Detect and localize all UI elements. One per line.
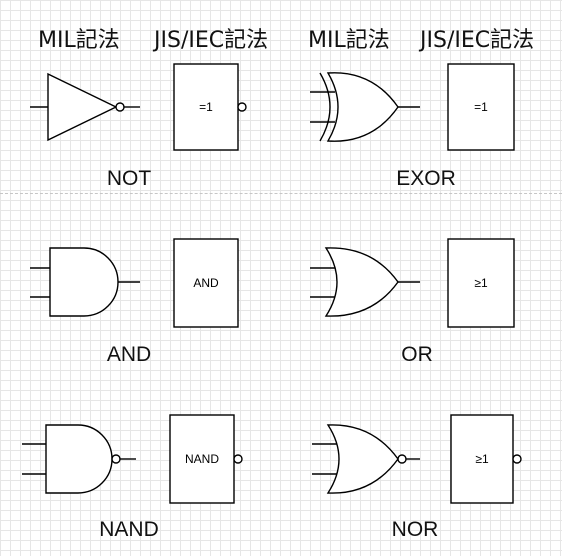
nor-gate-mil-symbol — [312, 424, 420, 494]
not-gate-jis-symbol: =1 — [173, 63, 247, 151]
header-jis-right: JIS/IEC記法 — [420, 28, 535, 53]
exor-gate-jis-symbol: =1 — [447, 63, 515, 151]
header-mil-right: MIL記法 — [308, 28, 390, 53]
and-gate-mil-symbol — [30, 247, 140, 317]
or-gate-jis-symbol: ≥1 — [447, 238, 515, 328]
gate-name-not: NOT — [106, 167, 152, 190]
exor-jis-label: =1 — [474, 100, 488, 114]
nor-gate-jis-symbol: ≥1 — [450, 414, 522, 504]
gate-name-and: AND — [106, 343, 152, 366]
nand-gate-jis-symbol: NAND — [169, 414, 243, 504]
gate-name-exor: EXOR — [396, 167, 456, 190]
nand-gate-mil-symbol — [22, 424, 136, 494]
and-gate-jis-symbol: AND — [173, 238, 239, 328]
header-mil-left: MIL記法 — [38, 28, 120, 53]
gate-name-nor: NOR — [391, 518, 439, 541]
header-jis-left: JIS/IEC記法 — [154, 28, 269, 53]
gate-name-nand: NAND — [99, 518, 159, 541]
nand-jis-label: NAND — [185, 452, 219, 466]
or-jis-label: ≥1 — [474, 276, 488, 290]
nor-jis-label: ≥1 — [475, 452, 489, 466]
not-jis-label: =1 — [199, 100, 213, 114]
row-separator — [0, 193, 562, 194]
exor-gate-mil-symbol — [310, 72, 420, 142]
and-jis-label: AND — [193, 276, 219, 290]
or-gate-mil-symbol — [310, 247, 420, 317]
gate-name-or: OR — [401, 343, 433, 366]
not-gate-mil-symbol — [30, 72, 140, 142]
